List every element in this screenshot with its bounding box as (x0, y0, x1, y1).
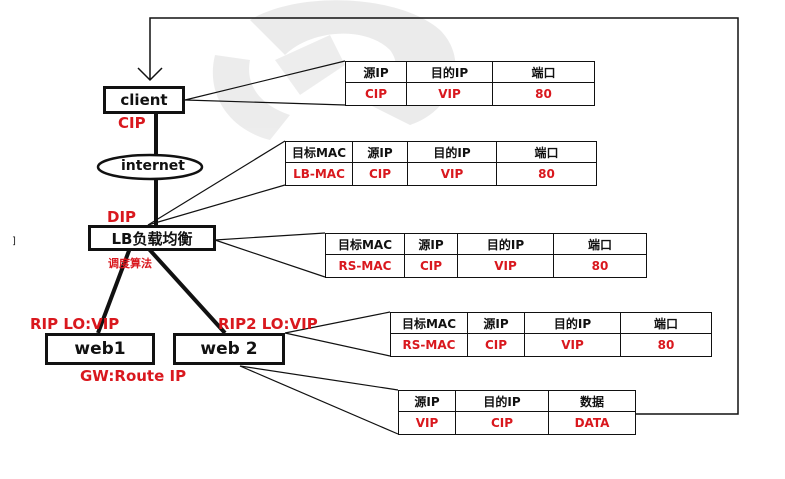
sched-label: 调度算法 (108, 257, 152, 270)
value-cell: 80 (496, 162, 597, 186)
lb-label: LB负载均衡 (111, 229, 193, 248)
value-cell: VIP (457, 254, 554, 278)
return-path (137, 17, 739, 415)
value-cell: VIP (406, 82, 493, 106)
value-cell: 80 (492, 82, 595, 106)
value-cell: CIP (404, 254, 458, 278)
cip-label: CIP (118, 114, 146, 132)
rip2-label: RIP2 LO:VIP (218, 315, 318, 333)
client-node: client (103, 86, 185, 114)
header-cell: 源IP (345, 61, 407, 83)
internet-label: internet (120, 158, 185, 174)
value-cell: CIP (345, 82, 407, 106)
web2-node: web 2 (173, 333, 285, 365)
value-cell: CIP (467, 333, 525, 357)
side-mark: ] (12, 236, 16, 247)
lb-node: LB负载均衡 (88, 225, 216, 251)
value-cell: 80 (553, 254, 647, 278)
value-cell: CIP (352, 162, 408, 186)
header-cell: 端口 (620, 312, 712, 334)
value-cell: VIP (524, 333, 621, 357)
value-cell: VIP (398, 411, 456, 435)
value-cell: CIP (455, 411, 549, 435)
header-cell: 目标MAC (325, 233, 405, 255)
header-cell: 源IP (352, 141, 408, 163)
value-cell: VIP (407, 162, 497, 186)
header-cell: 端口 (492, 61, 595, 83)
packet-table-response: 源IP 目的IP 数据 VIP CIP DATA (398, 390, 636, 435)
gw-label: GW:Route IP (80, 367, 187, 385)
web1-node: web1 (45, 333, 155, 365)
header-cell: 目标MAC (390, 312, 468, 334)
header-cell: 源IP (467, 312, 525, 334)
header-cell: 端口 (553, 233, 647, 255)
packet-table-internet: 目标MAC 源IP 目的IP 端口 LB-MAC CIP VIP 80 (285, 141, 597, 186)
web1-label: web1 (74, 339, 126, 359)
client-label: client (120, 91, 168, 109)
packet-table-web2: 目标MAC 源IP 目的IP 端口 RS-MAC CIP VIP 80 (390, 312, 712, 357)
header-cell: 目的IP (407, 141, 497, 163)
packet-table-client: 源IP 目的IP 端口 CIP VIP 80 (345, 61, 595, 106)
header-cell: 端口 (496, 141, 597, 163)
web2-label: web 2 (200, 339, 258, 359)
header-cell: 目的IP (457, 233, 554, 255)
packet-table-lb: 目标MAC 源IP 目的IP 端口 RS-MAC CIP VIP 80 (325, 233, 647, 278)
dip-label: DIP (107, 208, 137, 226)
header-cell: 数据 (548, 390, 636, 412)
value-cell: RS-MAC (325, 254, 405, 278)
value-cell: DATA (548, 411, 636, 435)
header-cell: 源IP (398, 390, 456, 412)
header-cell: 目的IP (524, 312, 621, 334)
header-cell: 目的IP (455, 390, 549, 412)
internet-cloud (96, 153, 204, 181)
header-cell: 源IP (404, 233, 458, 255)
value-cell: LB-MAC (285, 162, 353, 186)
rip1-label: RIP LO:VIP (30, 315, 120, 333)
header-cell: 目的IP (406, 61, 493, 83)
table-connectors (147, 60, 399, 435)
header-cell: 目标MAC (285, 141, 353, 163)
value-cell: RS-MAC (390, 333, 468, 357)
value-cell: 80 (620, 333, 712, 357)
